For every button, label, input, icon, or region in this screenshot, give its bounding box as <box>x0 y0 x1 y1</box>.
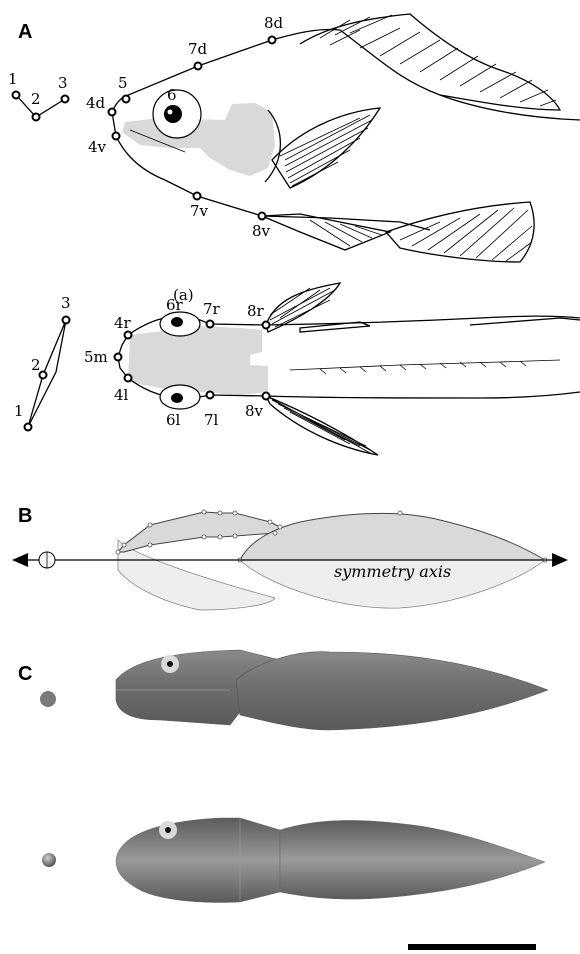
pelvic-fin-rays <box>310 220 382 246</box>
dorsal-landmark-1 <box>25 424 32 431</box>
dorsal-landmark-7r <box>207 321 214 328</box>
label-4d: 4d <box>86 94 106 112</box>
model-top-pupil <box>167 661 173 667</box>
dorsal-label-8v: 8v <box>245 402 264 420</box>
left-eye-pupil <box>171 393 183 403</box>
panel-a-label: A <box>18 21 32 43</box>
model-bottom-pupil <box>165 827 171 833</box>
landmark-5 <box>123 96 130 103</box>
panel-c-label: C <box>18 663 32 685</box>
label-8v: 8v <box>252 222 271 240</box>
dorsal-fin <box>300 14 560 110</box>
eye-highlight <box>168 110 173 115</box>
label-4v: 4v <box>88 138 107 156</box>
dorsal-label-2: 2 <box>31 356 41 374</box>
landmark-1 <box>13 92 20 99</box>
landmark-7v <box>194 193 201 200</box>
right-pectoral-fin-rays <box>270 288 335 327</box>
dorsal-landmark-4l <box>125 375 132 382</box>
dorsal-landmark-8r <box>263 322 270 329</box>
dorsal-landmark-4r <box>125 332 132 339</box>
dorsal-label-5m: 5m <box>84 348 108 366</box>
pectoral-fin <box>272 108 380 188</box>
label-8d: 8d <box>264 14 284 32</box>
right-eye-pupil <box>171 317 183 327</box>
pectoral-fin-rays <box>280 115 372 186</box>
pelvic-fin <box>262 214 390 250</box>
model-top-section <box>40 691 56 707</box>
dorsal-landmark-7l <box>207 392 214 399</box>
landmark-8d <box>269 37 276 44</box>
panel-b-label: B <box>18 505 32 527</box>
model-bottom-body <box>280 820 545 899</box>
label-7d: 7d <box>188 40 208 58</box>
fish-dorsal-view <box>118 283 580 455</box>
anal-fin <box>386 202 534 262</box>
landmark-3 <box>62 96 69 103</box>
dorsal-fin-rays <box>320 15 556 106</box>
panel-c-model-bottom <box>42 818 545 903</box>
dorsal-label-7r: 7r <box>203 300 221 318</box>
label-1: 1 <box>8 70 18 88</box>
dorsal-landmark-8v <box>263 393 270 400</box>
panel-b-diagram: symmetry axis <box>12 510 568 610</box>
dorsal-landmark-3 <box>63 317 70 324</box>
anal-fin-rays <box>400 208 532 261</box>
scale-bar <box>408 944 536 950</box>
label-3: 3 <box>58 74 68 92</box>
landmark-2 <box>33 114 40 121</box>
fish-lateral-view <box>112 14 580 262</box>
panel-c-model-top <box>40 650 548 730</box>
dorsal-tail-line <box>470 318 580 325</box>
landmark-4v <box>113 133 120 140</box>
dorsal-label-6l: 6l <box>166 411 181 429</box>
label-7v: 7v <box>190 202 209 220</box>
symmetry-axis-label: symmetry axis <box>334 562 451 581</box>
dorsal-label-7l: 7l <box>204 411 219 429</box>
dorsal-label-4r: 4r <box>114 314 132 332</box>
dorsal-label-4l: 4l <box>114 386 129 404</box>
model-bottom-section <box>42 853 56 867</box>
landmark-8v <box>259 213 266 220</box>
dorsal-landmark-2 <box>40 372 47 379</box>
label-2: 2 <box>31 90 41 108</box>
left-pectoral-fin-rays <box>270 398 372 454</box>
dorsal-head-shading <box>128 326 268 395</box>
dorsal-label-1: 1 <box>14 402 24 420</box>
axis-arrow-right <box>552 553 568 567</box>
body-polygon <box>240 513 545 560</box>
model-bottom-head <box>116 818 280 903</box>
landmark-7d <box>195 63 202 70</box>
model-top-body <box>236 652 548 730</box>
dorsal-label-6r: 6r <box>166 296 184 314</box>
landmark-4d <box>109 109 116 116</box>
axis-arrow-left <box>12 553 28 567</box>
dorsal-landmark-5m <box>115 354 122 361</box>
eye-pupil <box>164 105 182 123</box>
label-6: 6 <box>167 86 177 104</box>
dorsal-label-8r: 8r <box>247 302 265 320</box>
dorsal-label-3: 3 <box>61 294 71 312</box>
label-5: 5 <box>118 74 128 92</box>
